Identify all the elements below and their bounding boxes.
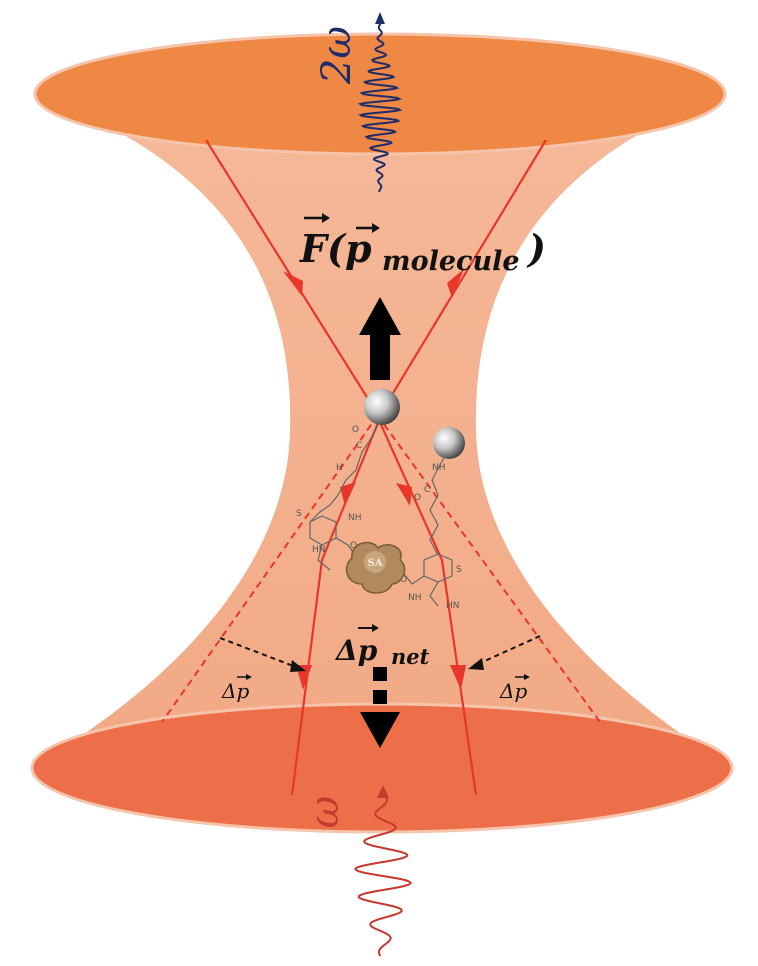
svg-text:O: O [350,541,357,551]
free-bead [433,427,465,459]
ray-arrowhead-mid-right [396,483,412,506]
delta-p-arrowhead-left [290,660,306,672]
net-arrow-dash-1 [373,667,387,681]
svg-text:O: O [352,425,359,435]
wave-omega [354,795,412,957]
net-arrow-head [360,712,400,748]
ray-arrowhead-low-right [450,665,466,690]
delta-p-arrow-right [477,635,541,665]
wave-2omega [357,21,403,193]
delta-p-arrowhead-right [468,658,484,670]
svg-text:C: C [356,441,362,451]
ray-arrowhead-top-right [447,269,464,298]
svg-text:C: C [424,485,430,495]
delta-p-net-label: Δp net [334,624,430,669]
force-label-close: ) [526,226,546,271]
omega2-label: 2ω [314,26,360,85]
force-label-main: F(p [299,226,372,271]
trapped-bead [364,389,400,425]
wave-2omega-arrowhead [375,12,385,24]
force-arrow-up [359,297,401,380]
svg-text:S: S [296,509,302,519]
delta-p-right-label: Δp [499,674,530,703]
delta-p-left-label: Δp [221,674,252,703]
net-arrow-dash-2 [373,690,387,704]
omega-label: ω [302,796,348,829]
svg-text:NH: NH [432,463,446,473]
linker-molecule-left: O C H S HN NH O [296,424,379,571]
svg-text:H: H [336,463,343,473]
ray-arrowhead-top-left [283,271,303,296]
streptavidin-core [364,551,386,573]
wave-omega-arrowhead [377,785,389,798]
vector-arrowhead-pnet [372,624,379,632]
vector-arrowhead-dp-right [524,674,530,680]
linker-molecule-right: NH C O S O NH HN [400,449,462,611]
delta-p-left-text: Δp [221,679,249,703]
sa-label: SA [368,558,383,569]
svg-text:HN: HN [312,545,326,555]
vector-arrowhead-f [322,213,330,223]
delta-p-right-text: Δp [499,679,527,703]
svg-text:O: O [400,575,407,585]
ray-arrowhead-mid-left [340,482,356,506]
svg-text:O: O [414,493,421,503]
delta-p-arrow-left [219,637,297,668]
delta-net-sub: net [391,644,430,669]
svg-text:NH: NH [348,513,362,523]
beam-body [35,95,728,765]
top-ellipse [33,32,727,156]
force-label: F(p molecule ) [299,213,546,277]
delta-net-main: Δp [334,634,378,667]
dashed-ray-right [369,404,601,723]
svg-text:NH: NH [408,593,422,603]
vector-arrowhead-p [372,223,380,233]
svg-text:S: S [456,565,462,575]
svg-text:HN: HN [446,601,460,611]
dashed-ray-left [161,404,386,723]
vector-arrowhead-dp-left [246,674,252,680]
force-label-sub: molecule [382,246,520,277]
